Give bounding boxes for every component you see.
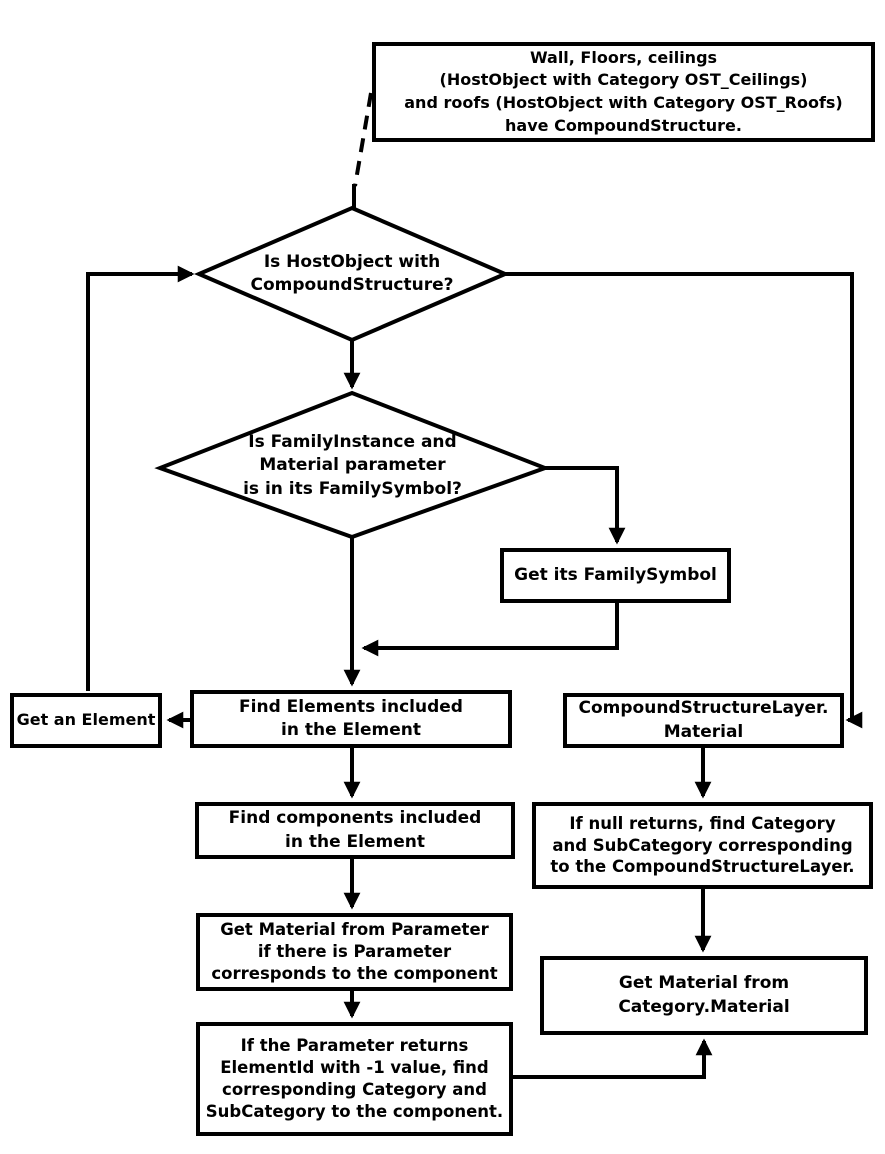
node-get-an-element: Get an Element [10,693,162,748]
node-decision-family-label: Is FamilyInstance and Material parameter… [243,431,462,499]
edge-annotation-to-decision-compound [353,92,373,187]
node-find-components: Find components included in the Element [195,802,515,859]
node-decision-compound-label: Is HostObject with CompoundStructure? [250,251,454,295]
edge-get-family-symbol-merge [361,601,619,657]
decision-family-shape [154,390,551,540]
node-find-elements: Find Elements included in the Element [190,690,512,748]
node-get-family-symbol: Get its FamilySymbol [500,548,731,603]
node-annotation: Wall, Floors, ceilings (HostObject with … [372,42,875,142]
node-if-parameter-returns: If the Parameter returns ElementId with … [196,1022,513,1136]
edge-decision-family-to-get-family-symbol [545,466,626,545]
node-get-material-category: Get Material from Category.Material [540,956,868,1035]
decision-compound-shape [193,205,511,343]
node-get-material-parameter: Get Material from Parameter if there is … [196,913,513,991]
node-if-null-returns: If null returns, find Category and SubCa… [532,802,873,889]
node-compound-structure-layer: CompoundStructureLayer. Material [563,693,844,748]
edge-get-an-element-to-decision-compound [86,265,195,691]
edge-if-parameter-returns-to-get-material-category [511,1038,713,1079]
edge-decision-compound-to-compound-layer [505,272,863,729]
